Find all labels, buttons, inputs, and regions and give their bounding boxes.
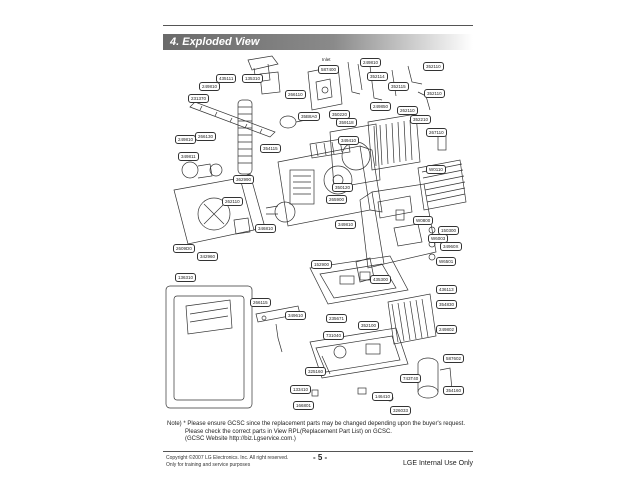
part-callout: 249810: [199, 82, 221, 91]
control-knob-part: [428, 226, 436, 261]
part-callout: 743T40: [400, 374, 422, 383]
part-callout: 352110: [424, 89, 445, 98]
note-line-2: Please check the correct parts in View R…: [185, 428, 392, 435]
part-callout: 435300: [370, 275, 392, 284]
part-callout: 231370: [188, 94, 210, 103]
note-line-1: Note) * Please ensure GCSC since the rep…: [167, 421, 465, 427]
filter-bracket-part: [189, 101, 276, 138]
part-callout: 342960: [197, 252, 219, 261]
part-callout: 266130: [195, 132, 217, 141]
part-callout: 235671: [326, 314, 348, 323]
part-callout: 352114: [367, 72, 388, 81]
part-callout: 133410: [290, 385, 312, 394]
part-callout: 249810: [360, 58, 382, 67]
scroll-housing-part: [173, 173, 265, 245]
part-callout: 435111: [216, 74, 237, 83]
float-switch-part: [437, 135, 447, 151]
fan-shroud-part: [329, 123, 381, 189]
part-callout: Inlet: [322, 57, 331, 62]
copyright-text: Copyright ©2007 LG Electronics. Inc. All…: [166, 455, 289, 461]
evaporator-part: [367, 113, 421, 171]
part-callout: 352100: [358, 321, 380, 330]
section-title-bar: [163, 34, 473, 50]
hose-bracket-part: [259, 71, 281, 95]
part-callout: 34960X: [440, 242, 462, 251]
part-callout: 326033: [390, 406, 412, 415]
part-callout: 152900: [311, 260, 333, 269]
replacement-note: Note) * Please ensure GCSC since the rep…: [167, 421, 465, 444]
part-callout: 262110: [397, 106, 418, 115]
part-callout: 359118: [336, 118, 357, 127]
part-callout: W6501: [436, 257, 457, 266]
part-callout: 350120: [332, 183, 354, 192]
part-callout: 265900: [326, 195, 348, 204]
part-callout: 352115: [388, 82, 409, 91]
usage-text: Only for training and service purposes: [166, 461, 251, 468]
internal-use-label: LGE Internal Use Only: [403, 460, 474, 467]
part-callout: 349410: [338, 136, 360, 145]
part-callout: 354115: [260, 144, 281, 153]
section-title: 4. Exploded View: [170, 36, 260, 48]
exhaust-hose-part: [237, 99, 253, 175]
condenser-coil-part: [387, 293, 437, 345]
part-callout: W0800: [413, 216, 434, 225]
base-chassis-part: [309, 255, 409, 305]
part-callout: 362990: [233, 175, 255, 184]
part-callout: W6003: [428, 234, 449, 243]
part-callout: 587400: [318, 65, 340, 74]
part-callout: 349810: [335, 220, 357, 229]
part-callout: 249850: [370, 102, 392, 111]
part-callout: 325160: [305, 367, 327, 376]
footer-copyright-block: Copyright ©2007 LG Electronics. Inc. All…: [166, 455, 288, 468]
front-panel-part: [165, 285, 253, 409]
part-callout: 35B8A0: [298, 112, 321, 121]
part-callout: 249802: [436, 325, 458, 334]
part-callout: 166801: [293, 401, 315, 410]
part-callout: 136310: [175, 273, 197, 282]
header-rule: [163, 25, 473, 26]
base-pan-part: [309, 327, 409, 379]
part-callout: 266115: [250, 298, 271, 307]
compressor-part: [417, 357, 453, 399]
footer-rule: [163, 451, 473, 452]
part-callout: 349811: [178, 152, 199, 161]
part-callout: 249810: [175, 135, 197, 144]
part-callout: 135310: [242, 74, 264, 83]
part-callout: 352110: [423, 62, 444, 71]
part-callout: 266110: [285, 90, 306, 99]
part-callout: W0110: [426, 165, 446, 174]
part-callout: 731040: [323, 331, 345, 340]
part-callout: 262110: [222, 197, 243, 206]
part-callout: 146410: [372, 392, 394, 401]
part-callout: 587602: [443, 354, 465, 363]
condenser-fan-assembly-part: [277, 137, 383, 227]
part-callout: 354160: [443, 386, 465, 395]
part-callout: 346810: [255, 224, 277, 233]
part-callout: 352210: [410, 115, 432, 124]
part-callout: 150300: [438, 226, 460, 235]
fan-motor-part: [265, 201, 296, 223]
part-callout: 267110: [426, 128, 447, 137]
note-line-3: (GCSC Website http://biz.Lgservice.com.): [185, 436, 296, 442]
part-callout: 349610: [285, 311, 307, 320]
part-callout: 436113: [436, 285, 457, 294]
part-callout: 354830: [436, 300, 458, 309]
exploded-view-drawing: [165, 55, 467, 409]
part-callout: 2609D0: [173, 244, 195, 253]
page-number: - 5 -: [313, 453, 328, 462]
blower-motor-part: [181, 161, 223, 179]
